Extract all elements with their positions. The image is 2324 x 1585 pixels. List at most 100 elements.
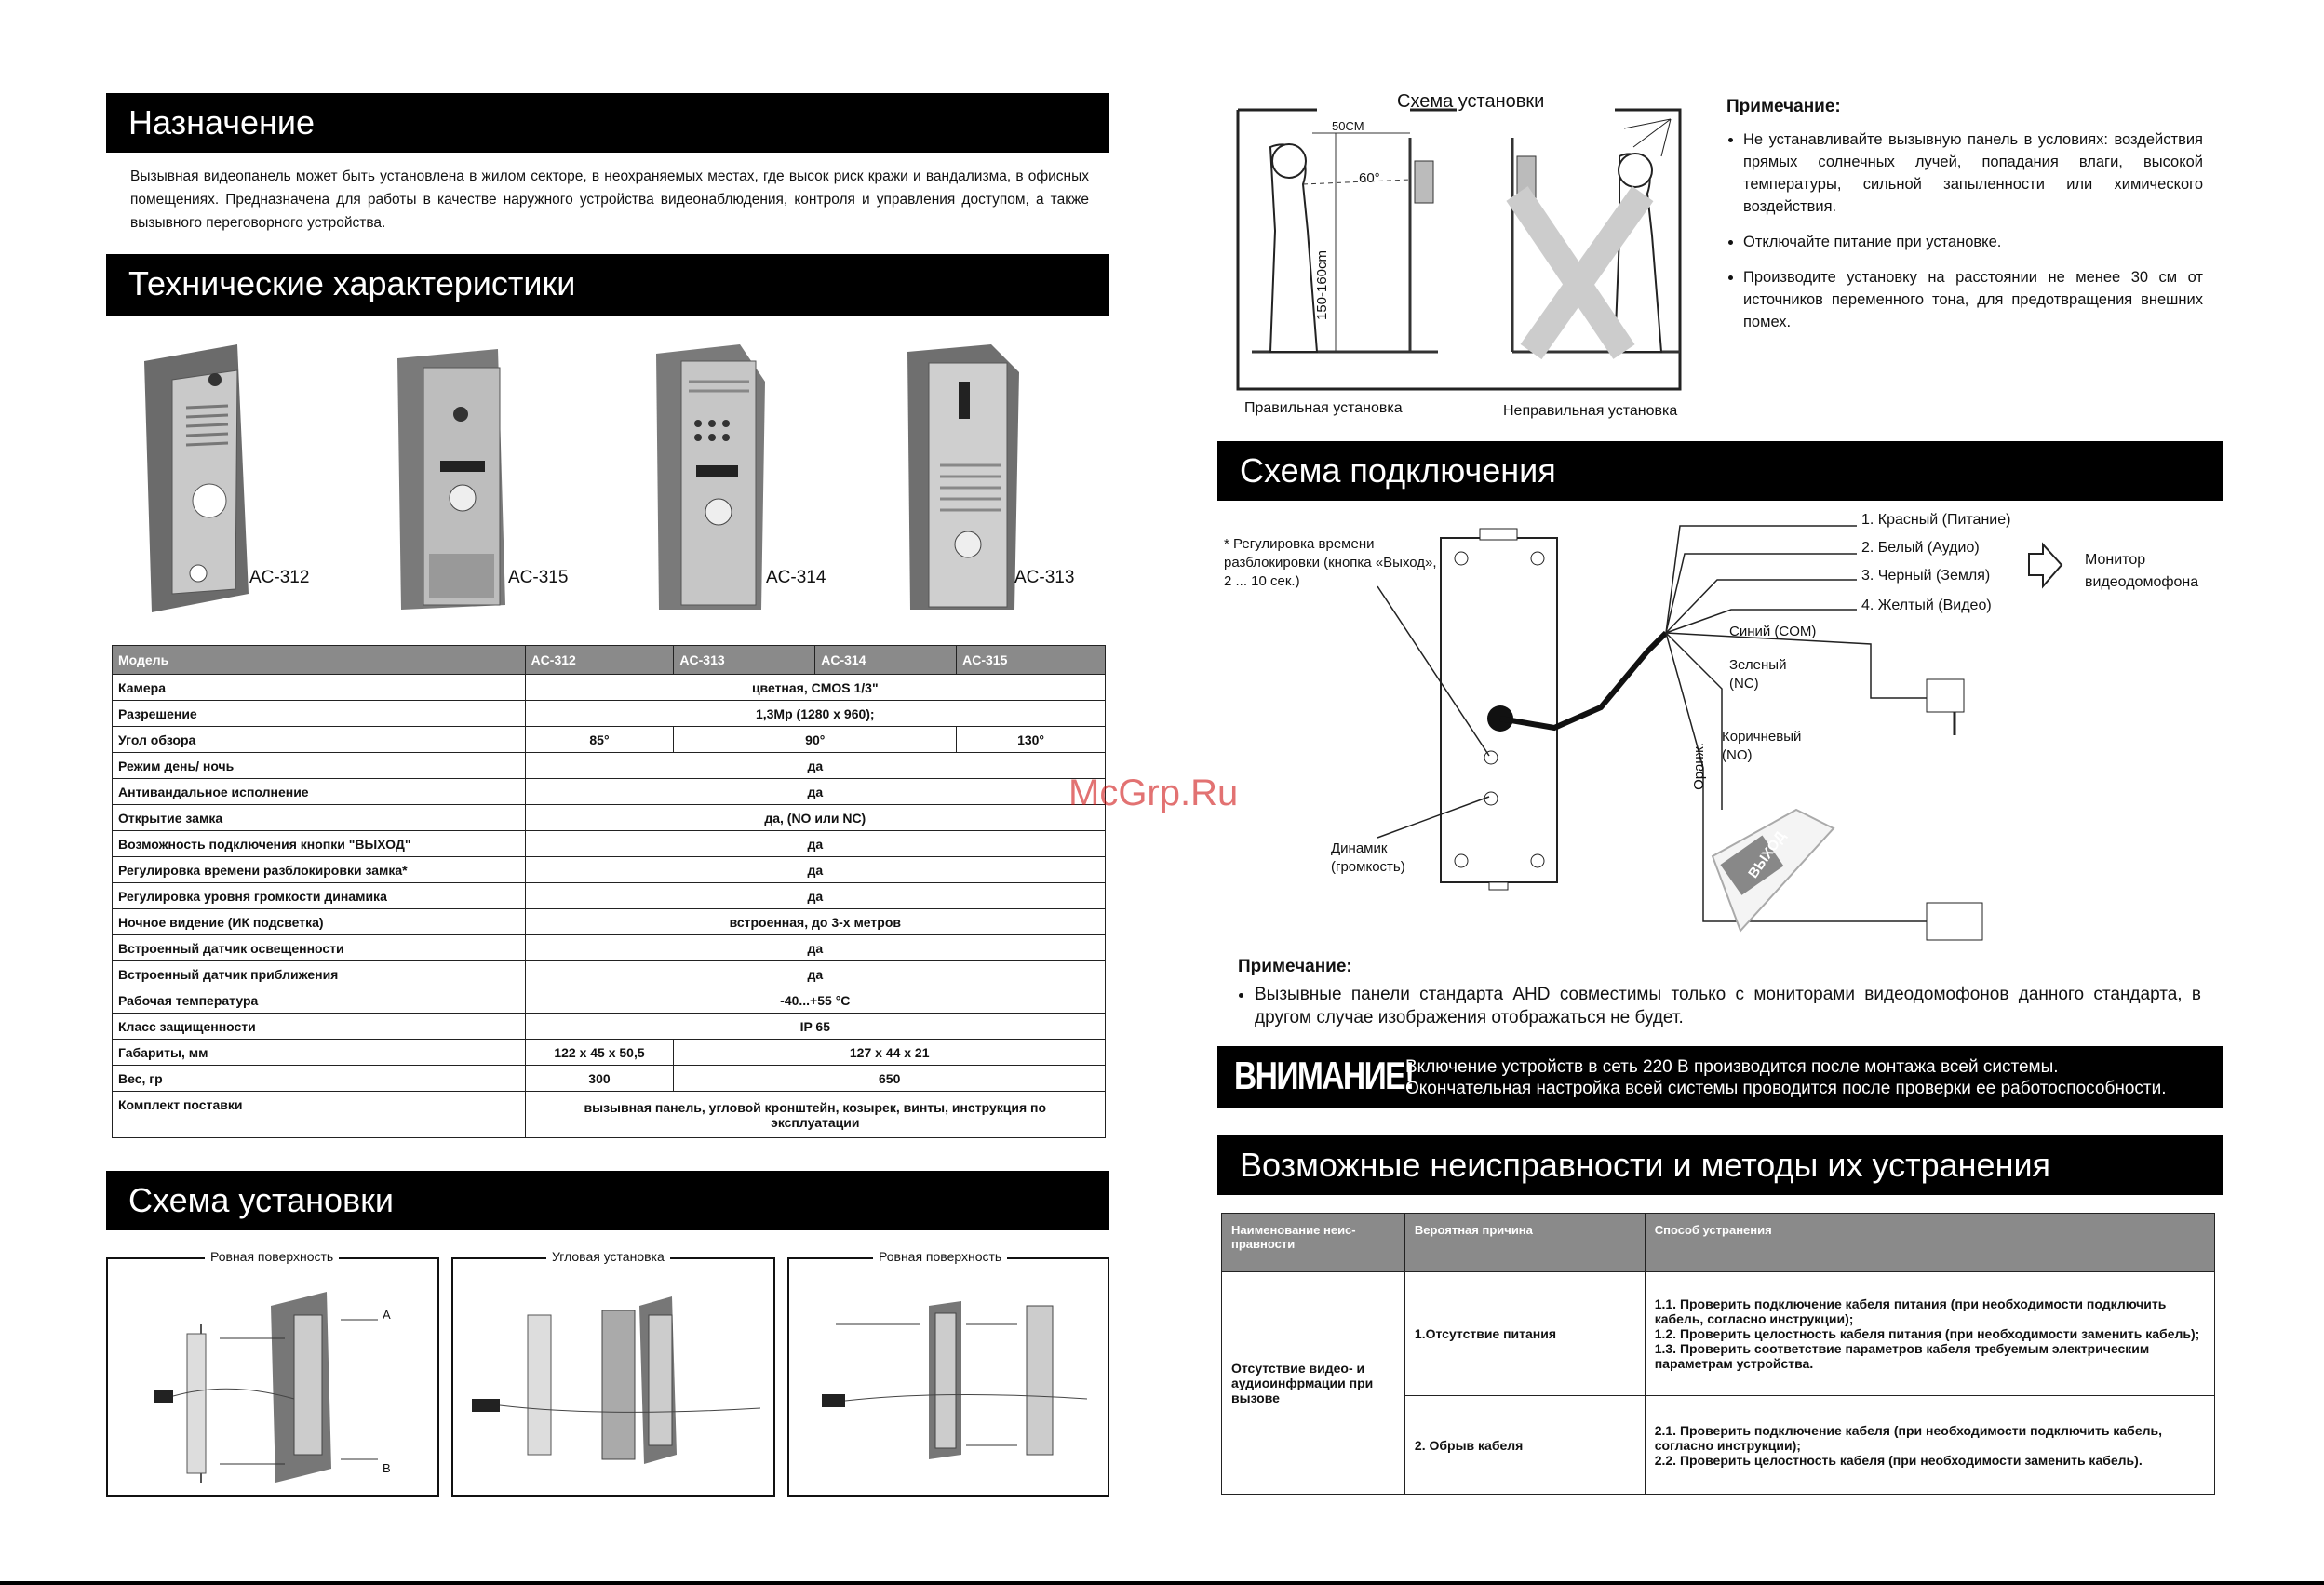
row-value: да — [524, 830, 1107, 857]
row-label: Рабочая температура — [112, 987, 526, 1014]
warning-line-1: Включение устройств в сеть 220 В произво… — [1405, 1057, 2059, 1077]
section-title: Схема установки — [128, 1181, 394, 1219]
table-row: Отсутствие видео- и аудиоинфрмации при в… — [1221, 1271, 2216, 1495]
table-row: Ночное видение (ИК подсветка)встроенная,… — [112, 908, 1107, 935]
table-header-cell: AC-315 — [956, 645, 1106, 675]
row-label: Режим день/ ночь — [112, 752, 526, 779]
note-item: Вызывные панели стандарта AHD совместимы… — [1255, 983, 2201, 1029]
row-value: 650 — [673, 1065, 1106, 1092]
row-value: да — [524, 882, 1107, 909]
fix-line: 2.1. Проверить подключение кабеля (при н… — [1654, 1422, 2163, 1453]
row-label: Габариты, мм — [112, 1039, 526, 1066]
section-title: Назначение — [128, 103, 316, 141]
fix-cell: 1.1. Проверить подключение кабеля питани… — [1644, 1271, 2216, 1396]
wiring-svg — [1377, 525, 2063, 941]
install-scheme: Схема установки 50СМ 60° 150-160cm Прави… — [1233, 91, 1717, 422]
bottom-rule — [0, 1581, 2324, 1585]
wire-4: 4. Желтый (Видео) — [1861, 598, 1992, 613]
table-row: Возможность подключения кнопки "ВЫХОД"да — [112, 830, 1107, 857]
fix-line: 2.2. Проверить целостность кабеля (при н… — [1654, 1452, 2143, 1468]
scheme-title: Схема установки — [1397, 91, 1545, 112]
install-box-flat: Ровная поверхность A B — [106, 1249, 439, 1497]
row-value: 122 х 45 х 50,5 — [524, 1039, 675, 1066]
install-box-flat-2: Ровная поверхность — [787, 1249, 1109, 1497]
note-item: Производите установку на расстоянии не м… — [1743, 266, 2203, 333]
row-label: Открытие замка — [112, 804, 526, 831]
wire-3: 3. Черный (Земля) — [1861, 568, 1991, 584]
product-ac315-image — [397, 349, 505, 610]
row-label: Разрешение — [112, 700, 526, 727]
row-value: да — [524, 960, 1107, 987]
wire-com: Синий (COM) — [1729, 624, 1817, 639]
box-label: Угловая установка — [546, 1249, 670, 1264]
adjust-note: * Регулировка времени разблокировки (кно… — [1224, 536, 1437, 589]
table-header-cell: Вероятная причина — [1404, 1213, 1646, 1272]
fix-line: 1.1. Проверить подключение кабеля питани… — [1654, 1296, 2167, 1326]
row-label: Вес, гр — [112, 1065, 526, 1092]
row-label: Ночное видение (ИК подсветка) — [112, 908, 526, 935]
box-label: Ровная поверхность — [873, 1249, 1008, 1264]
note-item: Не устанавливайте вызывную панель в усло… — [1743, 128, 2203, 218]
scheme-angle: 60° — [1359, 170, 1380, 186]
model-label: AC-315 — [508, 568, 569, 587]
wire-no: Коричневый (NO) — [1722, 729, 1802, 763]
note-title: Примечание: — [1238, 957, 1352, 976]
warning-line-2: Окончательная настройка всей системы про… — [1405, 1079, 2167, 1098]
table-header-cell: Способ устранения — [1644, 1213, 2216, 1272]
row-value: 127 х 44 х 21 — [673, 1039, 1106, 1066]
table-header-cell: AC-314 — [814, 645, 958, 675]
row-value: IP 65 — [524, 1013, 1107, 1040]
section-bar-troubles: Возможные неисправности и методы их устр… — [1217, 1135, 2223, 1195]
fix-cell: 2.1. Проверить подключение кабеля (при н… — [1644, 1395, 2216, 1495]
row-label: Регулировка уровня громкости динамика — [112, 882, 526, 909]
section-bar-install: Схема установки — [106, 1171, 1109, 1230]
section-bar-purpose: Назначение — [106, 93, 1109, 153]
wire-nc: Зеленый (NC) — [1729, 657, 1787, 692]
fix-line: 1.3. Проверить соответствие параметров к… — [1654, 1341, 2150, 1371]
watermark: McGrp.Ru — [1068, 772, 1239, 813]
warning-label: ВНИМАНИЕ! — [1234, 1054, 1415, 1097]
row-value: 90° — [673, 726, 958, 753]
row-label: Антивандальное исполнение — [112, 778, 526, 805]
cause-cell: 1.Отсутствие питания — [1404, 1271, 1646, 1396]
row-value: да — [524, 934, 1107, 961]
row-label: Класс защищенности — [112, 1013, 526, 1040]
table-header-cell: Наименование неис-правности — [1221, 1213, 1405, 1272]
warning-bar: ВНИМАНИЕ! Включение устройств в сеть 220… — [1217, 1046, 2223, 1108]
model-label: AC-313 — [1014, 568, 1075, 587]
section-title: Технические характеристики — [128, 264, 576, 302]
table-header-cell: AC-312 — [524, 645, 675, 675]
table-header-row: Модель AC-312 AC-313 AC-314 AC-315 — [112, 645, 1106, 675]
row-value: -40...+55 °C — [524, 987, 1107, 1014]
install-box-corner: Угловая установка — [451, 1249, 775, 1497]
product-images: AC-312 AC-315 AC-314 AC-313 — [130, 335, 1117, 614]
wire-2: 2. Белый (Аудио) — [1861, 540, 1980, 556]
problem-cell: Отсутствие видео- и аудиоинфрмации при в… — [1221, 1271, 1405, 1495]
spec-table: Модель AC-312 AC-313 AC-314 AC-315 Камер… — [112, 645, 1107, 1138]
section-title: Возможные неисправности и методы их устр… — [1240, 1146, 2051, 1184]
row-value: 130° — [956, 726, 1106, 753]
product-ac312-image — [144, 344, 249, 612]
scheme-wrong-label: Неправильная установка — [1503, 403, 1678, 419]
table-row: Регулировка времени разблокировки замка*… — [112, 856, 1107, 883]
model-label: AC-314 — [766, 568, 826, 587]
row-value: вызывная панель, угловой кронштейн, козы… — [524, 1091, 1107, 1138]
wire-orange: Оранж. — [1690, 743, 1707, 790]
purpose-text: Вызывная видеопанель может быть установл… — [130, 168, 1089, 231]
row-label: Встроенный датчик приближения — [112, 960, 526, 987]
install-flat2-diagram — [822, 1301, 1088, 1459]
note-title: Примечание: — [1726, 97, 1841, 116]
note-2: Примечание: Вызывные панели стандарта AH… — [1238, 957, 2201, 1042]
row-value: да, (NO или NC) — [524, 804, 1107, 831]
label-a: A — [383, 1308, 391, 1322]
row-value: да — [524, 778, 1107, 805]
section-bar-connection: Схема подключения — [1217, 441, 2223, 501]
row-label: Возможность подключения кнопки "ВЫХОД" — [112, 830, 526, 857]
